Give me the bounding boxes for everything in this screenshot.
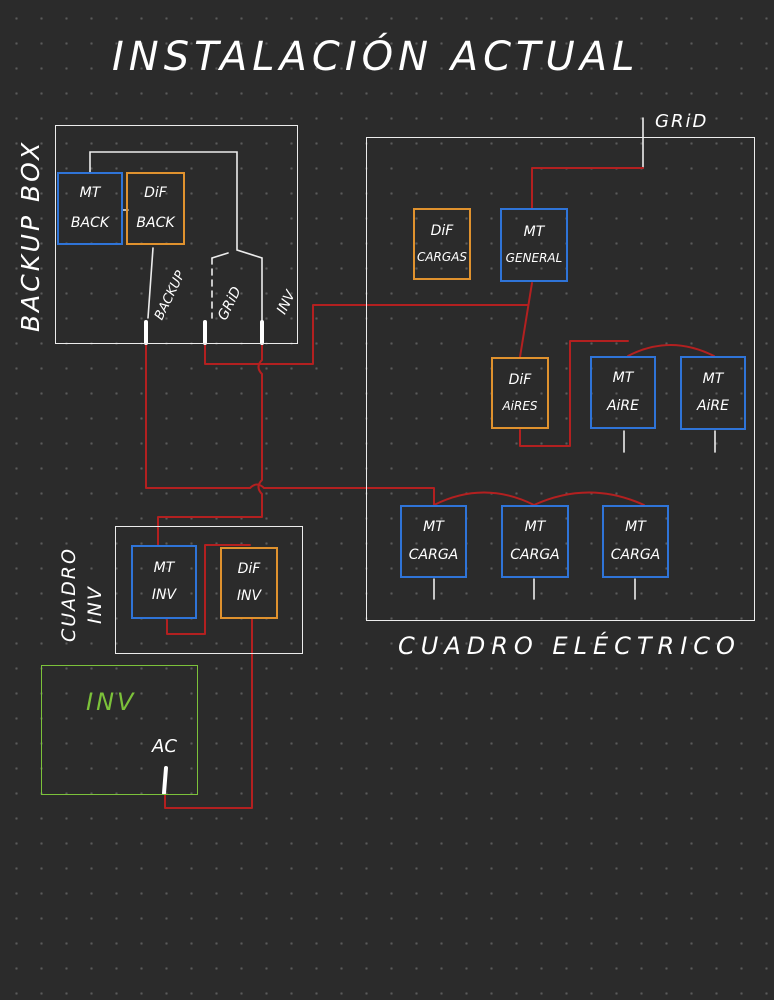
mt-aire-breaker-2[interactable]: MT AiRE xyxy=(680,356,746,430)
wire-carga-bridge-1 xyxy=(433,491,535,506)
wire-grid-to-mt-general xyxy=(531,167,644,209)
backup-grid-cap xyxy=(211,252,229,259)
dif-inv-breaker[interactable]: DiF INV xyxy=(220,547,278,619)
wire-inv-terminal-to-cuadro-inv xyxy=(157,344,263,546)
inverter[interactable] xyxy=(41,665,198,795)
cuadro-electrico-label: CUADRO ELÉCTRICO xyxy=(398,632,741,660)
wire-carga-bridge-2 xyxy=(533,491,645,506)
dif-back-breaker[interactable]: DiF BACK xyxy=(126,172,185,245)
mt-carga-breaker-3[interactable]: MT CARGA xyxy=(602,505,669,578)
backup-box xyxy=(55,125,298,344)
cuadro-inv xyxy=(115,526,303,654)
inverter-label: INV xyxy=(86,688,137,716)
wire-dif-aires-to-aires xyxy=(519,340,629,447)
ac-terminal-marker xyxy=(162,766,168,795)
wire-dif-inv-to-inverter-ac xyxy=(164,618,253,809)
backup-box-label: BACKUP BOX xyxy=(16,139,45,332)
mt-carga-breaker-1[interactable]: MT CARGA xyxy=(400,505,467,578)
ac-label: AC xyxy=(152,736,177,757)
wire-backup-to-cargas xyxy=(145,344,435,506)
mt-carga-breaker-2[interactable]: MT CARGA xyxy=(501,505,569,578)
mt-inv-breaker[interactable]: MT INV xyxy=(131,545,197,619)
backup-to-grid-terminal-wire xyxy=(147,247,154,319)
mt-general-breaker[interactable]: MT GENERAL xyxy=(500,208,568,282)
cuadro-electrico xyxy=(366,137,755,621)
page-title: INSTALACIÓN ACTUAL xyxy=(112,34,640,80)
dif-aires-breaker[interactable]: DiF AiRES xyxy=(491,357,549,429)
wire-mt-inv-to-dif-inv xyxy=(166,544,251,635)
wire-mt-general-to-dif-aires xyxy=(519,282,533,358)
wire-grid-terminal-to-main-board xyxy=(204,304,529,365)
mt-back-breaker[interactable]: MT BACK xyxy=(57,172,123,245)
mt-aire-breaker-1[interactable]: MT AiRE xyxy=(590,356,656,429)
grid-label: GRiD xyxy=(655,111,709,132)
cuadro-inv-label-line1: CUADRO xyxy=(58,547,80,642)
dif-cargas-breaker[interactable]: DiF CARGAS xyxy=(413,208,471,280)
backup-internal-wire-top xyxy=(89,151,263,323)
wire-aire-bridge xyxy=(627,344,715,357)
cuadro-inv-label-line2: INV xyxy=(84,585,106,624)
